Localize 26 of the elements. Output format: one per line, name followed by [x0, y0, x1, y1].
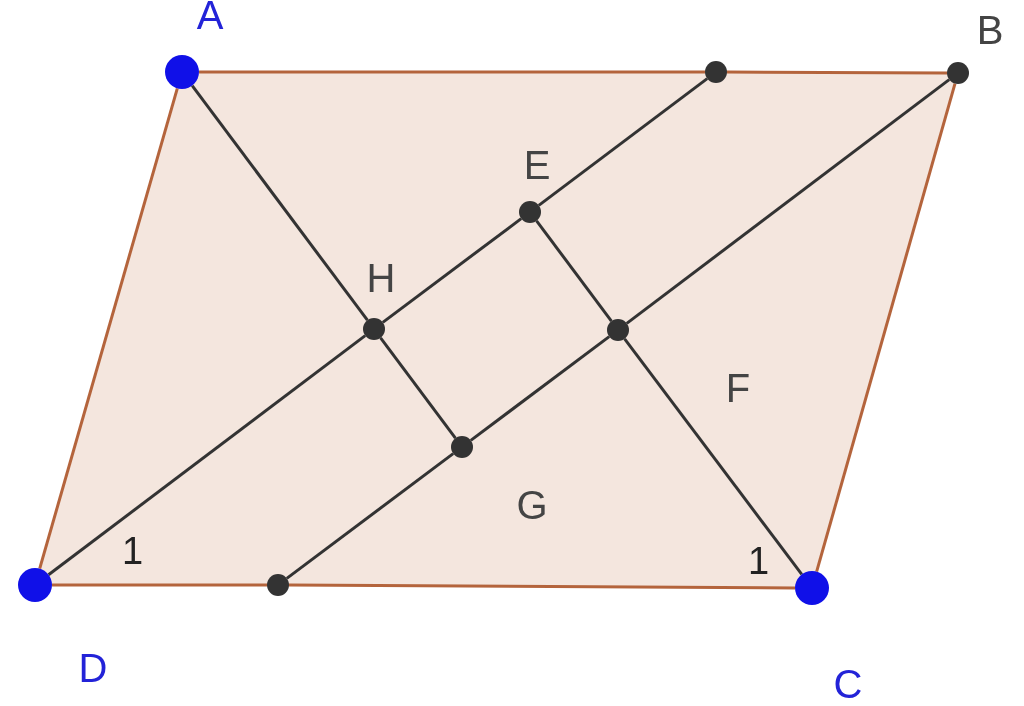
point-label: G — [516, 483, 548, 527]
line-segment — [381, 217, 523, 324]
point-label: F — [725, 366, 751, 410]
line-segment — [727, 70, 947, 75]
line-segment — [38, 87, 179, 570]
angle-label: 1 — [122, 530, 144, 572]
line-segment — [623, 337, 803, 576]
point-label: C — [833, 662, 863, 706]
line-segment — [52, 583, 267, 587]
line-segment — [47, 334, 367, 576]
line-segment — [199, 70, 705, 74]
point-label: B — [976, 8, 1004, 52]
line-segment — [815, 83, 957, 573]
line-segment — [537, 77, 709, 207]
point-label: E — [523, 143, 551, 187]
line-segment — [379, 336, 457, 440]
line-segment — [535, 219, 613, 323]
line-segment — [289, 583, 795, 590]
point-label: H — [366, 256, 396, 300]
line-segment — [625, 78, 951, 325]
line-segment — [469, 335, 611, 442]
line-segment — [285, 452, 455, 580]
point-label: A — [196, 0, 224, 37]
line-segment — [190, 84, 369, 322]
angle-label: 1 — [748, 540, 770, 582]
point-label: D — [78, 646, 108, 690]
